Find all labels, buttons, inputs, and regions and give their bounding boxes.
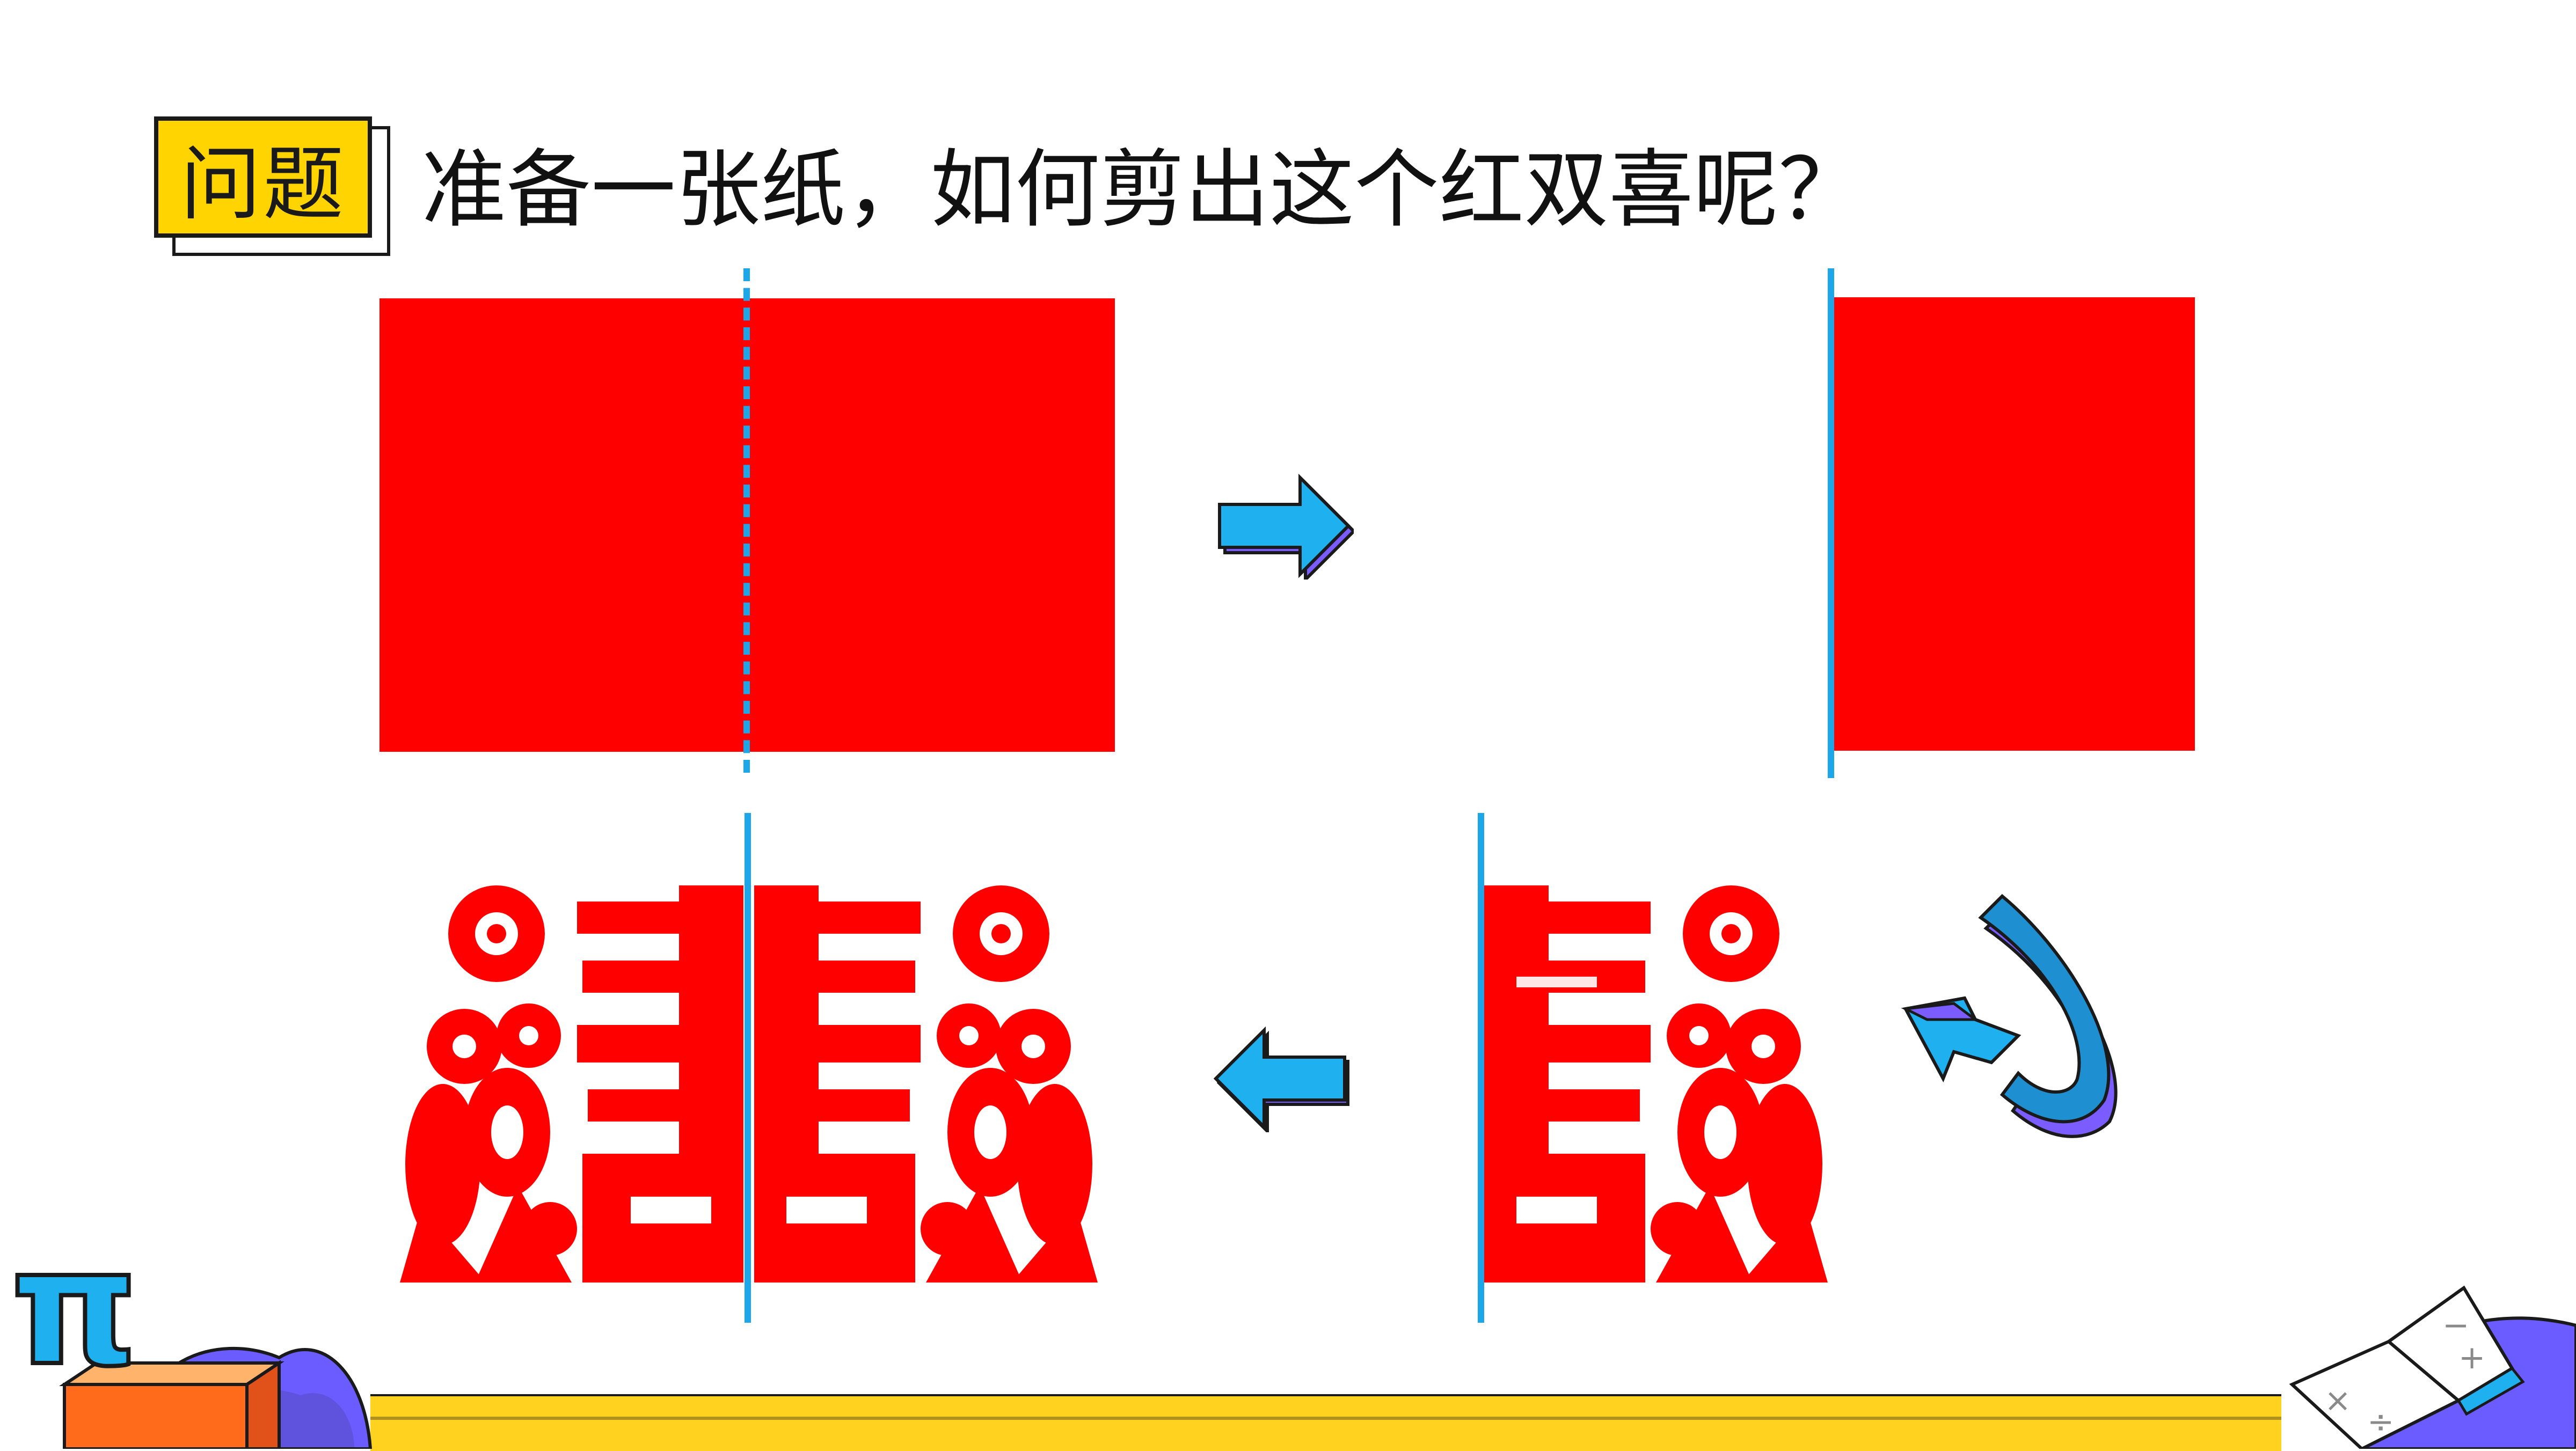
pi-icon: π: [11, 1256, 138, 1401]
full-papercut-image: [389, 885, 1108, 1293]
question-text: 准备一张纸，如何剪出这个红双喜呢？: [421, 141, 1863, 239]
footer-stripe: [370, 1417, 2281, 1420]
svg-text:÷: ÷: [2367, 1403, 2394, 1441]
fold-line-dashed: [743, 268, 750, 773]
footer-bar: [370, 1394, 2281, 1451]
question-badge: 问题: [154, 116, 372, 238]
math-book-icon: × ÷ − +: [2281, 1266, 2576, 1449]
fold-line-solid-step3: [1478, 813, 1484, 1323]
pi-decoration: π: [0, 1256, 376, 1449]
fold-line-solid-step4: [745, 813, 751, 1323]
left-arrow-icon: [1210, 1025, 1350, 1132]
red-paper-half: [1834, 297, 2195, 751]
right-arrow-icon: [1214, 472, 1354, 580]
svg-text:+: +: [2458, 1339, 2485, 1376]
half-papercut-image: [1484, 885, 1828, 1293]
svg-text:×: ×: [2324, 1382, 2351, 1419]
question-badge-label: 问题: [180, 137, 346, 231]
fold-line-solid-right: [1828, 268, 1834, 778]
curved-arrow-icon: [1895, 842, 2179, 1154]
svg-text:−: −: [2442, 1307, 2469, 1344]
